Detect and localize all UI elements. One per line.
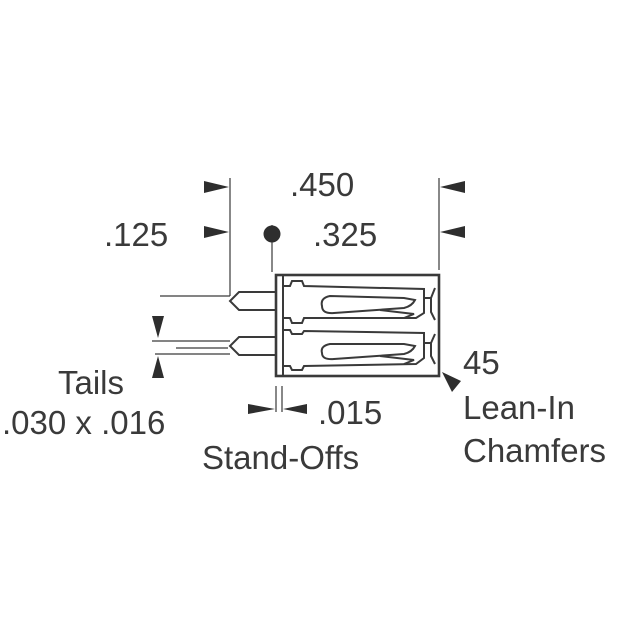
arrow-down-icon: [152, 316, 164, 338]
arrow-left-icon: [283, 404, 307, 414]
contact-spring-bottom-upper: [320, 343, 417, 361]
tail-pin-top: [228, 291, 276, 311]
arrow-left-icon: [440, 226, 465, 238]
connector-body: [228, 273, 441, 378]
tails-size: .030 x .016: [2, 404, 165, 441]
arrow-up-icon: [152, 356, 164, 378]
contact-spring-bottom-lower: [379, 355, 415, 365]
tail-leaders: [152, 295, 230, 355]
chamfer-top: [424, 287, 436, 321]
contact-bottom: [283, 329, 425, 371]
dimension-arrows: [152, 181, 465, 414]
contact-spring-top-upper: [320, 294, 417, 315]
arrow-right-icon: [248, 404, 275, 414]
chamfer-bottom: [424, 333, 436, 365]
dim-tail-offset: .125: [104, 216, 168, 253]
chamfer-label-line2: Chamfers: [463, 432, 606, 469]
arrow-left-icon: [440, 181, 465, 193]
tail-pin-bottom: [228, 336, 276, 356]
contact-spring-top-lower: [379, 309, 415, 319]
tails-title: Tails: [58, 364, 124, 401]
arrow-right-icon: [204, 181, 229, 193]
housing-outline: [274, 273, 441, 378]
dim-body-length: .325: [313, 216, 377, 253]
arrow-diagonal-icon: [442, 372, 461, 392]
arrow-right-icon: [204, 226, 229, 238]
contact-top: [283, 280, 425, 324]
datum-dot-icon: [263, 225, 281, 243]
chamfer-label-line1: Lean-In: [463, 389, 575, 426]
dim-standoff: .015: [318, 394, 382, 431]
standoffs-label: Stand-Offs: [202, 439, 359, 476]
dim-overall-length: .450: [290, 166, 354, 203]
chamfer-angle: 45: [463, 344, 500, 381]
